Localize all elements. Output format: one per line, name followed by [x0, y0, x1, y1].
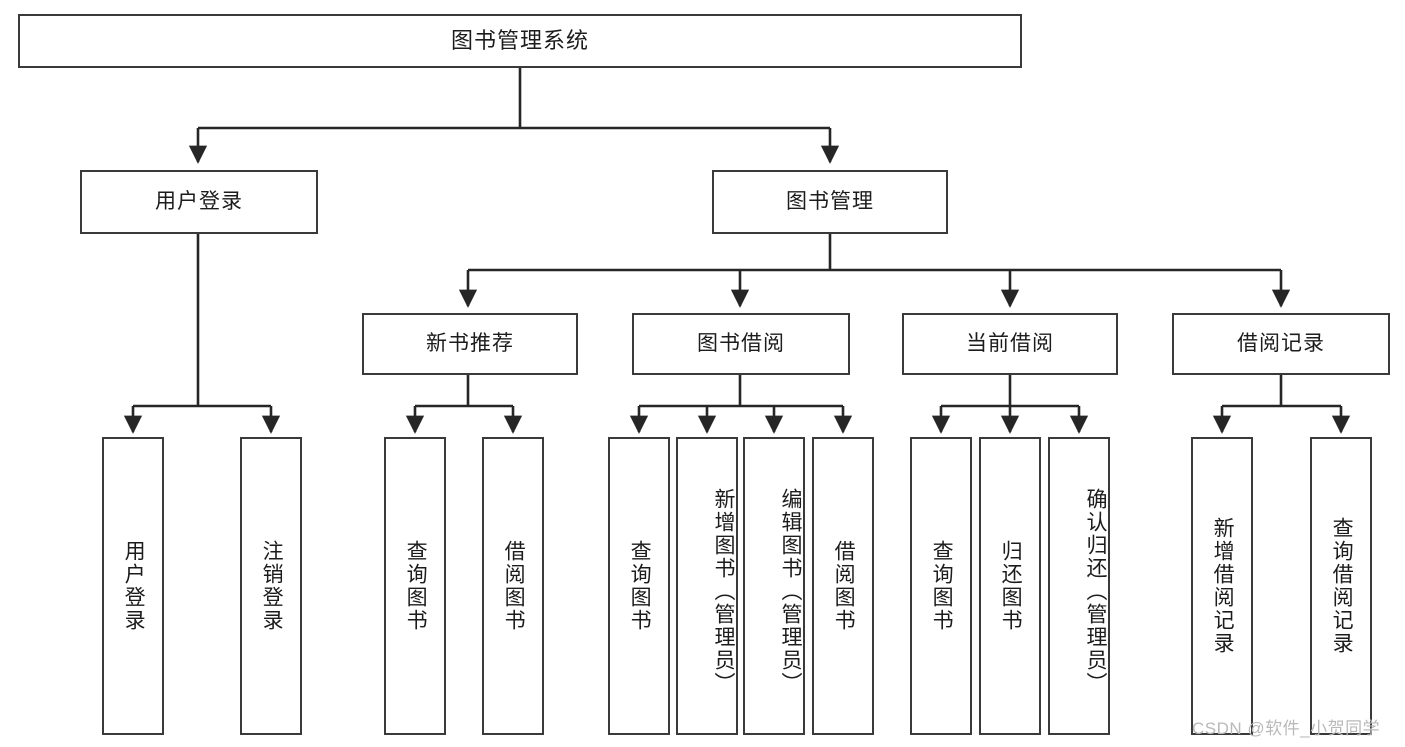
- leaf-borrow-borrow-book[interactable]: 借阅图书: [812, 437, 874, 735]
- node-borrow-record[interactable]: 借阅记录: [1172, 313, 1390, 375]
- leaf-current-query-book[interactable]: 查询图书: [910, 437, 972, 735]
- leaf-newbook-query-book[interactable]: 查询图书: [384, 437, 446, 735]
- leaf-current-confirm-return-admin[interactable]: 确认归还（管理员）: [1048, 437, 1110, 735]
- leaf-user-logout[interactable]: 注销登录: [240, 437, 302, 735]
- leaf-borrow-add-book-admin[interactable]: 新增图书（管理员）: [676, 437, 738, 735]
- leaf-record-query-borrow-record[interactable]: 查询借阅记录: [1310, 437, 1372, 735]
- node-root-system[interactable]: 图书管理系统: [18, 14, 1022, 68]
- node-user-login[interactable]: 用户登录: [80, 170, 318, 234]
- node-book-borrow[interactable]: 图书借阅: [632, 313, 850, 375]
- node-book-management[interactable]: 图书管理: [712, 170, 948, 234]
- leaf-borrow-query-book[interactable]: 查询图书: [608, 437, 670, 735]
- csdn-watermark: CSDN @软件_小贺同学: [1192, 719, 1381, 738]
- node-current-borrow[interactable]: 当前借阅: [902, 313, 1118, 375]
- leaf-current-return-book[interactable]: 归还图书: [979, 437, 1041, 735]
- leaf-borrow-edit-book-admin[interactable]: 编辑图书（管理员）: [743, 437, 805, 735]
- node-new-book-recommend[interactable]: 新书推荐: [362, 313, 578, 375]
- leaf-newbook-borrow-book[interactable]: 借阅图书: [482, 437, 544, 735]
- leaf-record-add-borrow-record[interactable]: 新增借阅记录: [1191, 437, 1253, 735]
- leaf-user-login[interactable]: 用户登录: [102, 437, 164, 735]
